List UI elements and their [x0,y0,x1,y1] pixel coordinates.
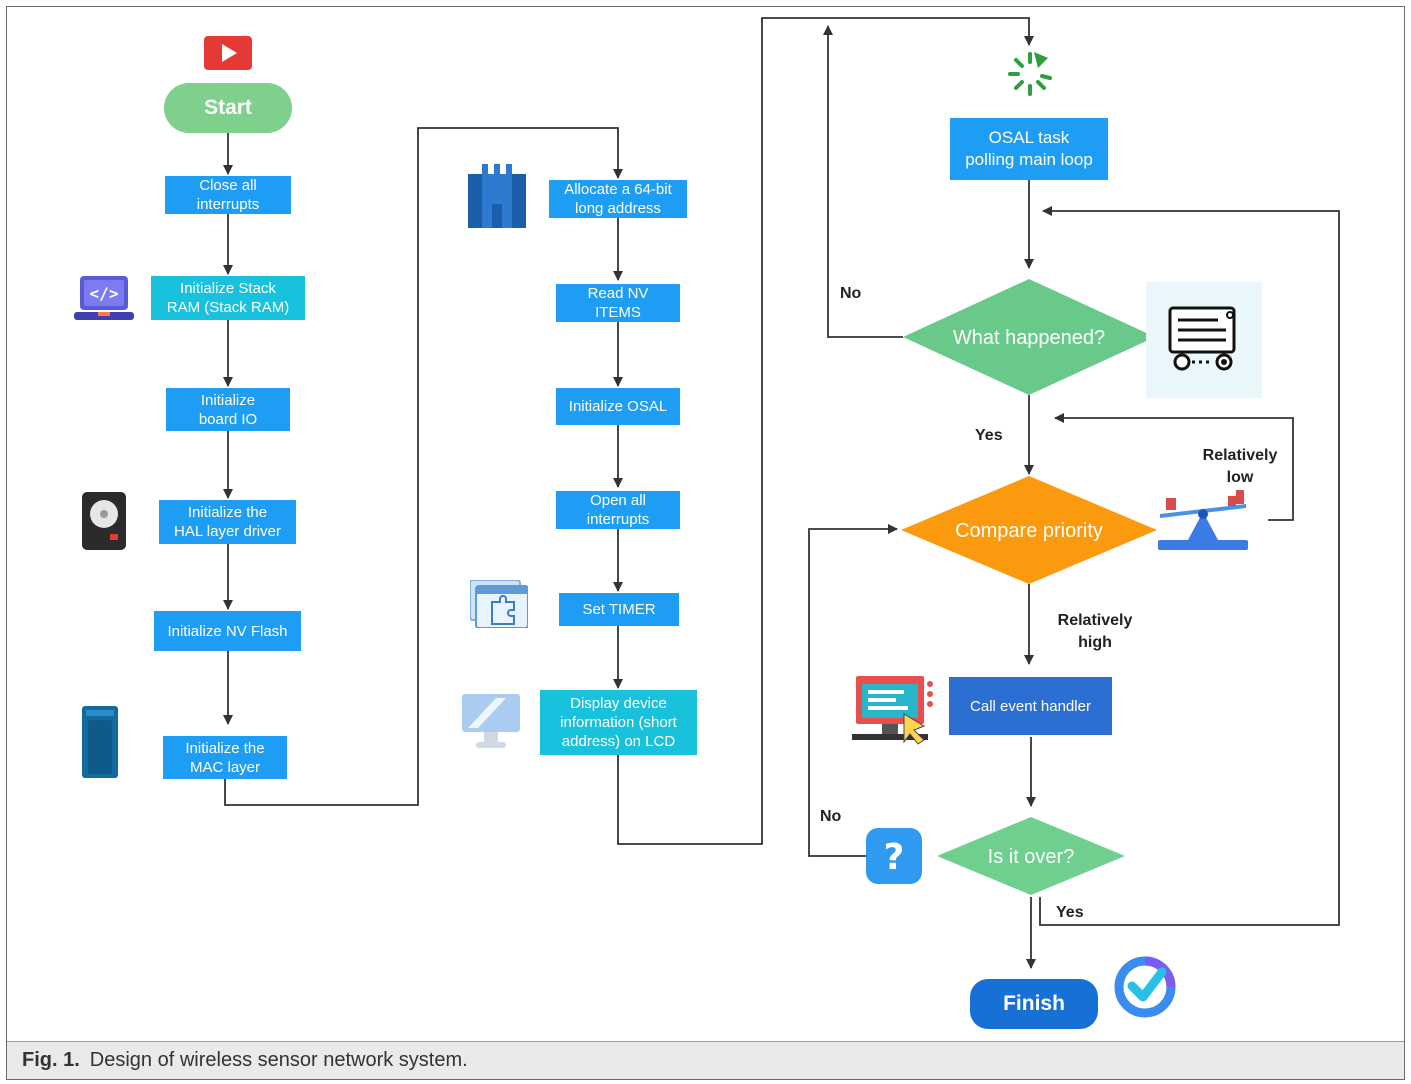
edge-over-no [808,524,898,857]
compare-priority-diamond [901,476,1157,584]
what-happened-label: What happened? [952,326,1106,349]
edge-display-loop [617,17,1034,845]
edge-mac-allocate [224,127,623,806]
edge-label-no-top: No [840,285,862,302]
edge-label-no-over: No [820,808,842,825]
balance-scale-icon [1158,490,1248,550]
message-flow-icon [1146,282,1262,398]
init-nv-flash-node: Initialize NV Flash [154,611,301,651]
read-nv-node: Read NV ITEMS [556,284,680,322]
edge-over-yes [1039,206,1340,926]
edge-label-yes-over: Yes [1056,904,1084,921]
svg-text:</>: </> [90,284,119,303]
play-icon [204,36,252,70]
set-timer-node: Set TIMER [559,593,679,626]
edge-label-relatively-low: Relatively low [1202,447,1278,486]
is-over-diamond [937,817,1125,895]
code-laptop-icon: </> [74,276,134,320]
monitor-icon [462,694,520,748]
refresh-icon [1008,52,1052,96]
puzzle-window-icon [470,580,528,628]
edge-what-no [823,25,903,338]
init-osal-node: Initialize OSAL [556,388,680,425]
edge-label-yes-what: Yes [975,427,1003,444]
computer-screen-icon [852,676,933,745]
start-node: Start [164,83,292,133]
caption-label: Fig. 1. [22,1049,80,1071]
caption-text: Design of wireless sensor network system… [89,1049,468,1071]
open-interrupts-node: Open all interrupts [556,491,680,529]
server-icon [82,706,118,778]
is-over-label: Is it over? [987,845,1075,868]
figure-caption: Fig. 1. Design of wireless sensor networ… [7,1041,1404,1079]
allocate-node: Allocate a 64-bit long address [549,180,687,218]
init-stack-node: Initialize Stack RAM (Stack RAM) [151,276,305,320]
display-node: Display device information (short addres… [540,690,697,755]
question-icon: ? [866,828,922,884]
close-interrupts-node: Close all interrupts [165,176,291,214]
init-hal-node: Initialize the HAL layer driver [159,500,296,544]
call-handler-node: Call event handler [949,677,1112,735]
castle-icon [468,164,526,228]
edge-label-relatively-high: Relatively high [1057,612,1133,651]
init-board-node: Initialize board IO [166,388,290,431]
hard-disk-icon [82,492,126,550]
finish-node: Finish [970,979,1098,1029]
edge-priority-low [1054,413,1294,521]
what-happened-diamond [903,279,1155,395]
init-mac-node: Initialize the MAC layer [163,736,287,779]
svg-text:?: ? [884,837,905,878]
osal-loop-node: OSAL task polling main loop [950,118,1108,180]
compare-priority-label: Compare priority [955,519,1103,542]
check-icon [1114,956,1176,1018]
